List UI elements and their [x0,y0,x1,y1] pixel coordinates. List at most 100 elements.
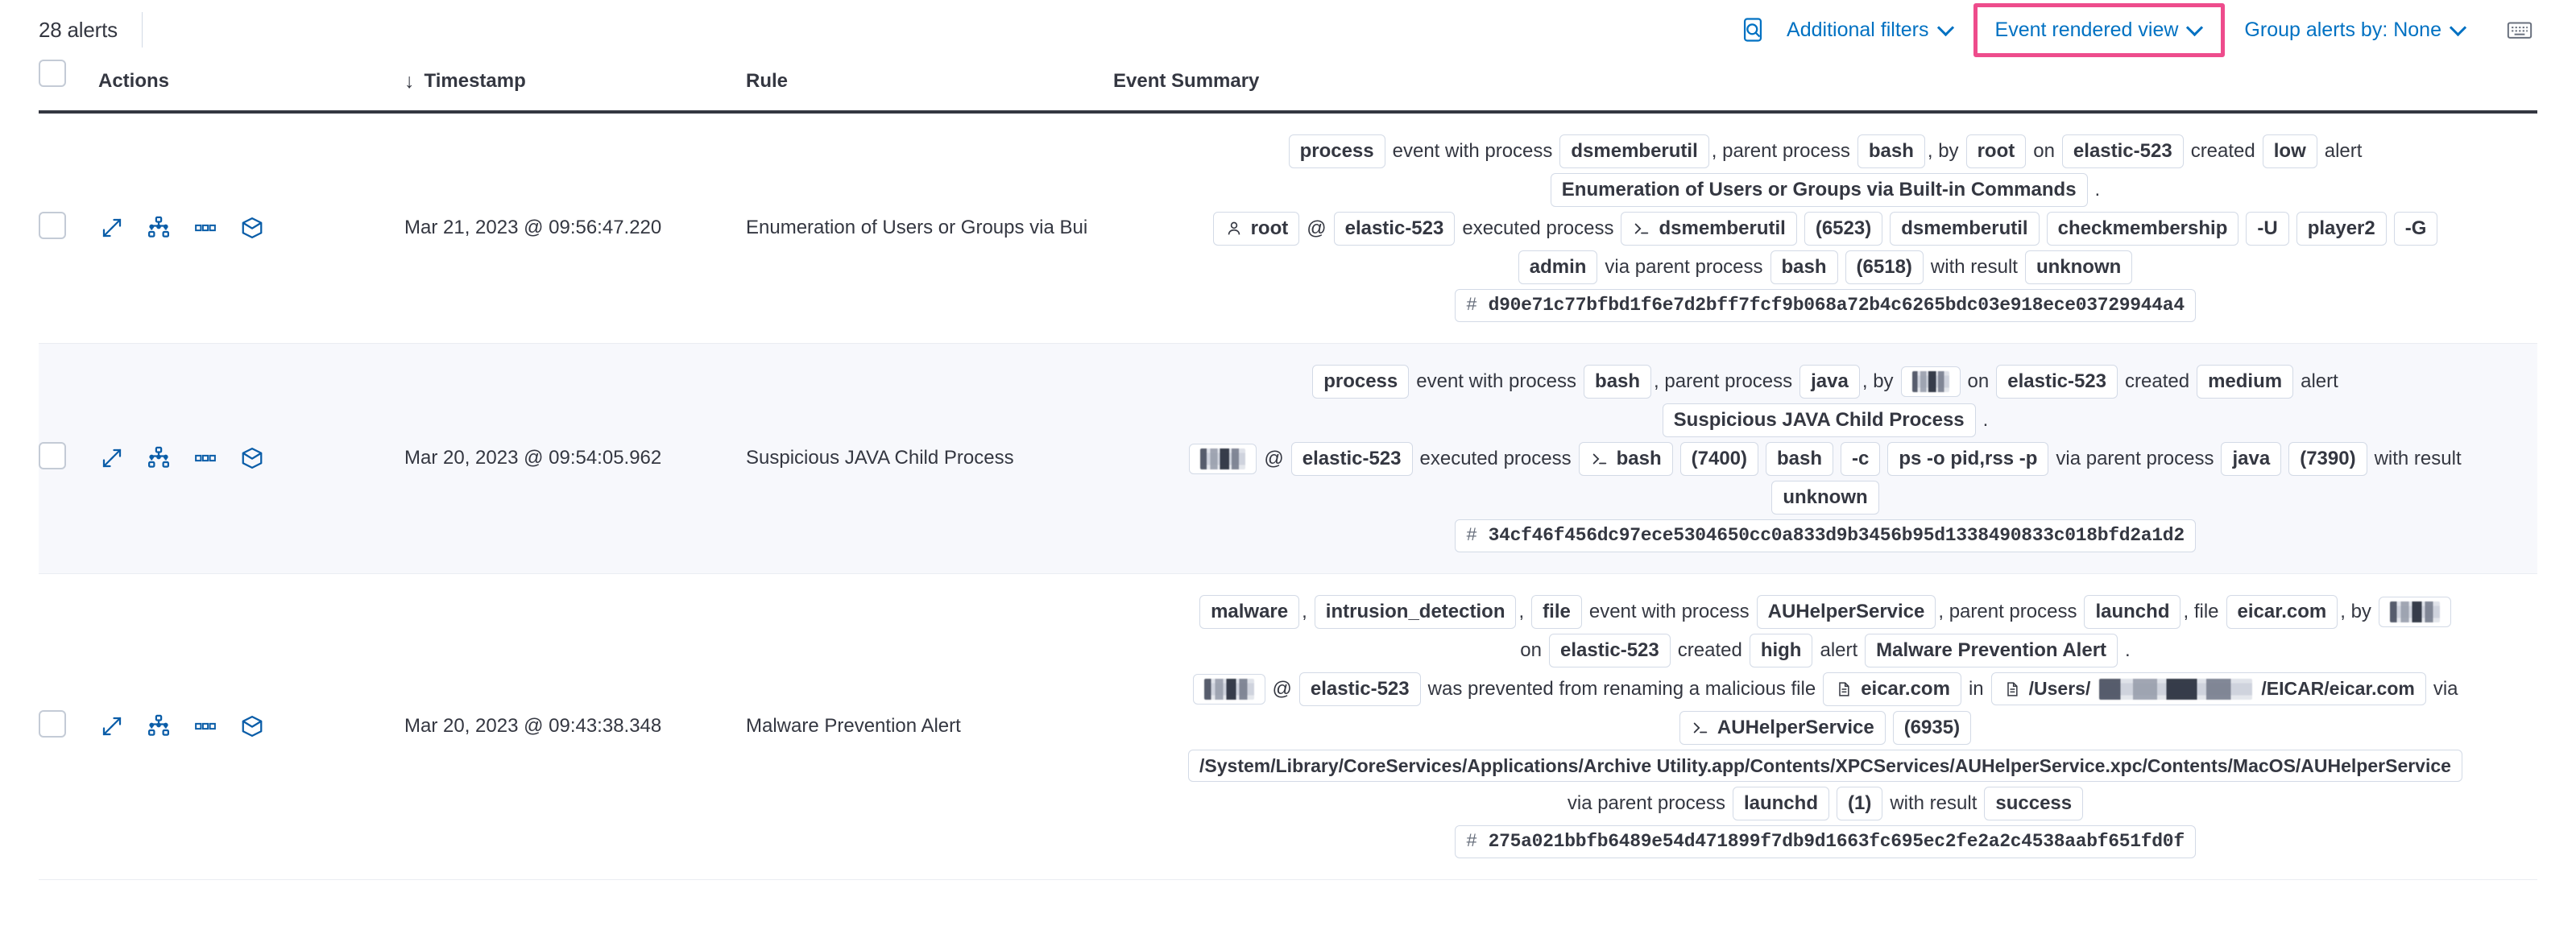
chip-process-arg[interactable]: ps -o pid,rss -p [1887,441,2049,476]
chip-parent-pid[interactable]: (6518) [1845,250,1924,284]
chip-host-name[interactable]: elastic-523 [1333,212,1456,246]
chip-process-name[interactable]: dsmemberutil [1621,212,1797,246]
chip-process-arg[interactable]: player2 [2296,212,2387,246]
table-row[interactable]: Mar 21, 2023 @ 09:56:47.220 Enumeration … [39,112,2537,344]
chip-parent-pid[interactable]: (7390) [2288,441,2367,476]
more-actions-icon[interactable] [192,713,219,740]
event-summary-header[interactable]: Event Summary [1113,70,1260,92]
summary-text: on [2033,140,2055,162]
chip-process-executable[interactable]: /System/Library/CoreServices/Application… [1188,749,2462,783]
summary-text: event with process [1588,600,1750,622]
session-view-icon[interactable] [238,214,266,242]
chip-event-outcome[interactable]: success [1984,787,2084,821]
event-rendered-view-button[interactable]: Event rendered view [1981,12,2218,48]
chip-user-name-redacted[interactable] [1192,673,1265,705]
chip-severity[interactable]: medium [2197,364,2294,399]
chip-process-arg[interactable]: bash [1766,441,1834,476]
chip-event-hash[interactable]: # d90e71c77bfbd1f6e7d2bff7fcf9b068a72b4c… [1455,289,2196,322]
chip-parent-process[interactable]: launchd [1732,787,1829,821]
chip-severity[interactable]: high [1749,633,1813,667]
rule-header[interactable]: Rule [746,70,789,92]
chip-label: root [1250,217,1289,239]
chip-user-name[interactable]: root [1965,134,2027,168]
chip-process-arg[interactable]: -G [2393,212,2438,246]
group-alerts-by-button[interactable]: Group alerts by: None [2230,12,2481,48]
chip-process-name[interactable]: AUHelperService [1756,594,1936,629]
more-actions-icon[interactable] [192,444,219,472]
chip-process-arg[interactable]: -c [1841,441,1881,476]
chip-event-outcome[interactable]: unknown [1771,480,1879,515]
chip-parent-pid[interactable]: (1) [1836,787,1883,821]
chip-host-name[interactable]: elastic-523 [1996,364,2118,399]
chip-process-pid[interactable]: (6935) [1892,710,1972,745]
chip-process-arg[interactable]: admin [1518,250,1598,284]
chip-parent-process[interactable]: bash [1857,134,1925,168]
chip-host-name[interactable]: elastic-523 [1548,633,1671,667]
chip-parent-process[interactable]: java [1799,364,1860,399]
chip-file-path-redacted[interactable]: /Users/ /EICAR/eicar.com [1990,672,2426,705]
chip-process-name[interactable]: AUHelperService [1679,710,1886,745]
select-all-checkbox[interactable] [39,60,66,87]
chip-severity[interactable]: low [2262,134,2317,168]
chip-file-name[interactable]: eicar.com [1823,672,1961,706]
session-view-icon[interactable] [238,713,266,740]
summary-text: @ [1264,447,1284,469]
chip-rule-name[interactable]: Suspicious JAVA Child Process [1662,403,1976,437]
analyzer-graph-icon[interactable] [145,214,172,242]
chip-event-category[interactable]: process [1288,134,1385,168]
additional-filters-button[interactable]: Additional filters [1772,12,1968,48]
row-checkbox[interactable] [39,211,66,239]
inspect-search-icon[interactable] [1733,10,1772,49]
chip-process-name[interactable]: dsmemberutil [1559,134,1709,168]
more-actions-icon[interactable] [192,214,219,242]
chip-process-arg[interactable]: -U [2246,212,2289,246]
keyboard-shortcut-icon[interactable] [2502,12,2537,48]
row-timestamp-cell: Mar 20, 2023 @ 09:54:05.962 [404,343,746,573]
chip-rule-name[interactable]: Malware Prevention Alert [1865,633,2118,667]
expand-icon[interactable] [98,444,126,472]
chip-user-name-redacted[interactable] [1189,443,1257,474]
chip-event-outcome[interactable]: unknown [2024,250,2133,284]
timestamp-header[interactable]: ↓ Timestamp [404,60,746,112]
table-row[interactable]: Mar 20, 2023 @ 09:54:05.962 Suspicious J… [39,343,2537,573]
actions-header[interactable]: Actions [98,70,170,92]
chip-label: AUHelperService [1717,716,1874,738]
analyzer-graph-icon[interactable] [145,444,172,472]
chip-user-name[interactable]: root [1212,212,1300,246]
event-summary-rendered: process event with process dsmemberutil … [1113,126,2537,330]
chip-parent-process[interactable]: launchd [2084,594,2181,629]
row-checkbox[interactable] [39,441,66,469]
chip-process-pid[interactable]: (6523) [1804,212,1883,246]
chip-host-name[interactable]: elastic-523 [2061,134,2184,168]
chip-host-name[interactable]: elastic-523 [1298,672,1421,706]
summary-text: on [1520,639,1542,661]
chip-event-category[interactable]: intrusion_detection [1314,594,1517,629]
expand-icon[interactable] [98,713,126,740]
analyzer-graph-icon[interactable] [145,713,172,740]
chip-parent-process[interactable]: java [2221,441,2282,476]
table-row[interactable]: Mar 20, 2023 @ 09:43:38.348 Malware Prev… [39,573,2537,880]
expand-icon[interactable] [98,214,126,242]
chip-event-hash[interactable]: # 275a021bbfb6489e54d471899f7db9d1663fc6… [1455,825,2196,858]
chip-process-arg[interactable]: checkmembership [2046,212,2239,246]
row-checkbox[interactable] [39,709,66,738]
chip-event-category[interactable]: malware [1199,594,1300,629]
session-view-icon[interactable] [238,444,266,472]
chip-process-name[interactable]: bash [1578,441,1673,476]
chip-process-pid[interactable]: (7400) [1679,441,1758,476]
chip-event-hash[interactable]: # 34cf46f456dc97ece5304650cc0a833d9b3456… [1455,519,2196,552]
chip-user-name-redacted[interactable] [2378,596,2451,627]
timestamp-value: Mar 21, 2023 @ 09:56:47.220 [404,217,662,239]
chip-process-arg[interactable]: dsmemberutil [1890,212,2040,246]
chip-event-category[interactable]: file [1531,594,1582,629]
chip-file-name[interactable]: eicar.com [2226,594,2338,629]
chip-user-name-redacted[interactable] [1900,366,1961,397]
chip-rule-name[interactable]: Enumeration of Users or Groups via Built… [1550,173,2088,207]
chip-parent-process[interactable]: bash [1770,250,1838,284]
chip-host-name[interactable]: elastic-523 [1290,441,1413,476]
chip-event-category[interactable]: process [1312,364,1410,399]
summary-text: @ [1272,677,1292,700]
row-rule-cell: Suspicious JAVA Child Process [746,343,1113,573]
chip-process-name[interactable]: bash [1584,364,1652,399]
toolbar-right-group: Additional filters Event rendered view G… [1733,2,2537,57]
